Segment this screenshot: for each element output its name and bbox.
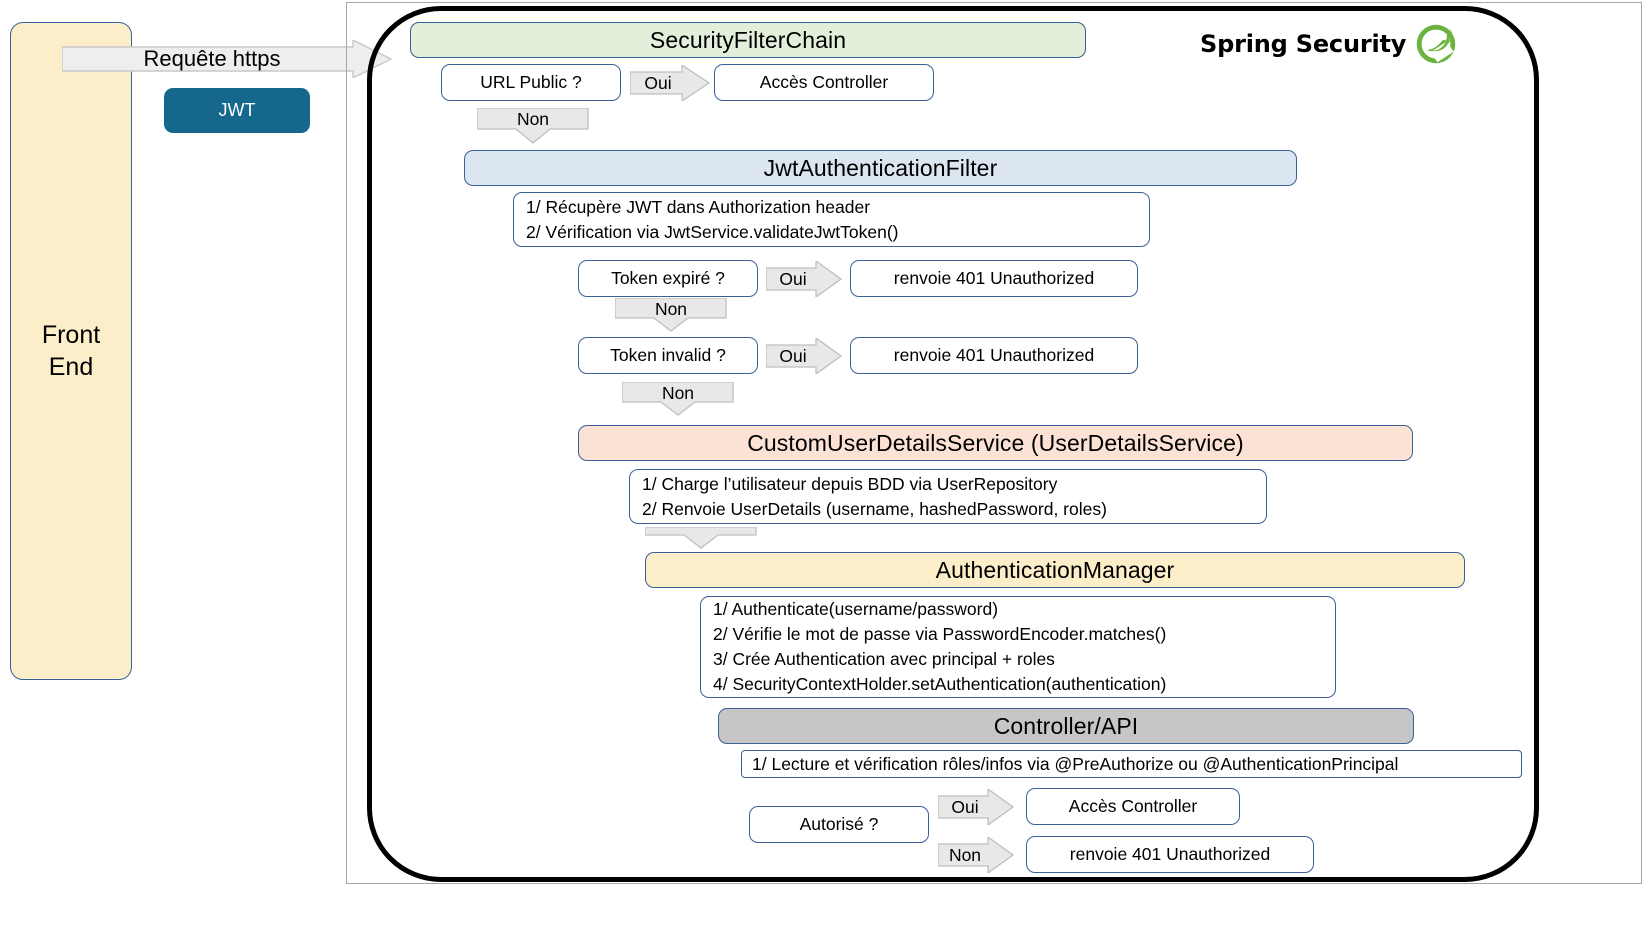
outer-thin-frame	[346, 2, 1642, 884]
outcome-unauthorized-bottom-label: renvoie 401 Unauthorized	[1069, 844, 1271, 865]
outcome-unauthorized-bottom: renvoie 401 Unauthorized	[1026, 836, 1314, 873]
jwt-label: JWT	[218, 100, 256, 120]
outcome-access-controller-top-label: Accès Controller	[759, 72, 889, 93]
band-controller-api: Controller/API	[718, 708, 1414, 744]
note-jwt-filter-steps-text: 1/ Récupère JWT dans Authorization heade…	[526, 196, 899, 242]
note-user-details-steps: 1/ Charge l’utilisateur depuis BDD via U…	[629, 469, 1267, 524]
decision-url-public-label: URL Public ?	[480, 72, 582, 93]
decision-authorized: Autorisé ?	[749, 806, 929, 843]
band-custom-user-details-service-label: CustomUserDetailsService (UserDetailsSer…	[747, 429, 1244, 456]
edge-token-invalid-no-arrow	[622, 382, 734, 416]
outcome-access-controller-bottom: Accès Controller	[1026, 788, 1240, 825]
band-jwt-authentication-filter: JwtAuthenticationFilter	[464, 150, 1297, 186]
request-https-arrow	[62, 40, 392, 78]
band-authentication-manager-label: AuthenticationManager	[935, 556, 1175, 583]
front-end-label: Front End	[41, 320, 101, 382]
jwt-badge: JWT	[164, 88, 310, 133]
edge-url-public-yes-arrow	[630, 65, 710, 101]
decision-token-expired-label: Token expiré ?	[611, 268, 725, 289]
note-controller-steps-text: 1/ Lecture et vérification rôles/infos v…	[752, 753, 1399, 774]
decision-token-invalid: Token invalid ?	[578, 337, 758, 374]
band-security-filter-chain: SecurityFilterChain	[410, 22, 1086, 58]
outcome-access-controller-bottom-label: Accès Controller	[1068, 796, 1198, 817]
band-security-filter-chain-label: SecurityFilterChain	[649, 26, 847, 53]
edge-token-invalid-yes-arrow	[766, 338, 842, 374]
band-controller-api-label: Controller/API	[993, 712, 1139, 739]
band-jwt-authentication-filter-label: JwtAuthenticationFilter	[763, 154, 998, 181]
decision-token-invalid-label: Token invalid ?	[610, 345, 726, 366]
outcome-unauthorized-invalid-label: renvoie 401 Unauthorized	[893, 345, 1095, 366]
edge-token-expired-no-arrow	[615, 298, 727, 332]
brand: Spring Security	[1200, 24, 1457, 64]
outcome-unauthorized-expired-label: renvoie 401 Unauthorized	[893, 268, 1095, 289]
decision-authorized-label: Autorisé ?	[799, 814, 879, 835]
edge-token-expired-yes-arrow	[766, 261, 842, 297]
note-auth-manager-steps: 1/ Authenticate(username/password) 2/ Vé…	[700, 596, 1336, 698]
note-user-details-steps-text: 1/ Charge l’utilisateur depuis BDD via U…	[642, 473, 1107, 519]
decision-url-public: URL Public ?	[441, 64, 621, 101]
edge-authorized-no-arrow	[938, 837, 1014, 873]
front-end-panel: Front End	[10, 22, 132, 680]
spring-security-boundary	[367, 6, 1539, 882]
decision-token-expired: Token expiré ?	[578, 260, 758, 297]
note-jwt-filter-steps: 1/ Récupère JWT dans Authorization heade…	[513, 192, 1150, 247]
outcome-access-controller-top: Accès Controller	[714, 64, 934, 101]
outcome-unauthorized-expired: renvoie 401 Unauthorized	[850, 260, 1138, 297]
outcome-unauthorized-invalid: renvoie 401 Unauthorized	[850, 337, 1138, 374]
band-custom-user-details-service: CustomUserDetailsService (UserDetailsSer…	[578, 425, 1413, 461]
edge-url-public-no-arrow	[477, 108, 589, 144]
band-authentication-manager: AuthenticationManager	[645, 552, 1465, 588]
note-auth-manager-steps-text: 1/ Authenticate(username/password) 2/ Vé…	[713, 599, 1167, 694]
spring-leaf-icon	[1416, 24, 1456, 64]
brand-label: Spring Security	[1200, 30, 1407, 58]
edge-user-details-to-auth-manager-arrow	[645, 527, 757, 549]
edge-authorized-yes-arrow	[938, 789, 1014, 825]
note-controller-steps: 1/ Lecture et vérification rôles/infos v…	[741, 750, 1522, 778]
